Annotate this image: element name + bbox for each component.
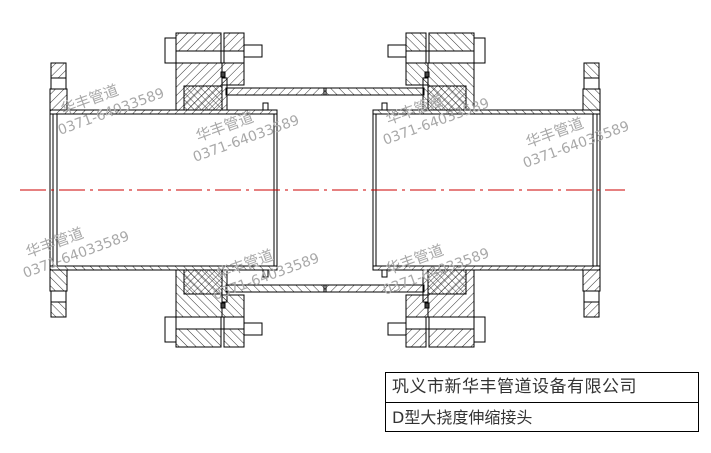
company-name: 巩义市新华丰管道设备有限公司 <box>386 373 698 403</box>
product-name: D型大挠度伸缩接头 <box>392 408 533 427</box>
title-block: 巩义市新华丰管道设备有限公司 D型大挠度伸缩接头 <box>385 372 699 432</box>
